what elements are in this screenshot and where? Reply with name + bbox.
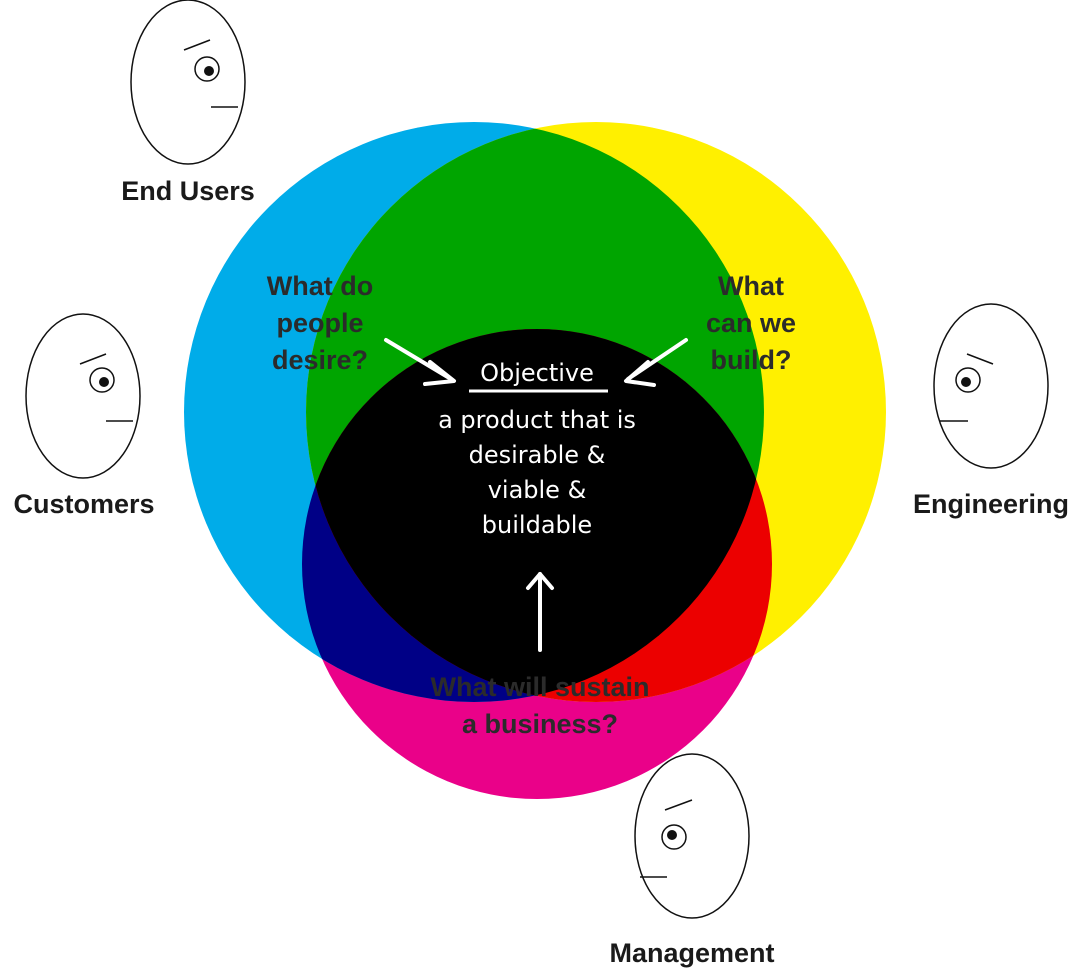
arrow-build-icon — [624, 338, 688, 387]
sustain-question-line: a business? — [462, 709, 618, 739]
customers-face-icon — [25, 313, 141, 479]
build-question-line: can we — [706, 308, 796, 338]
arrow-desire-icon — [384, 338, 456, 386]
end-users-label: End Users — [121, 176, 255, 206]
build-question-line: What — [718, 271, 784, 301]
engineering-label: Engineering — [913, 489, 1069, 519]
desire-question-line: people — [276, 308, 363, 338]
management-face-icon — [634, 753, 750, 919]
sustain-question: What will sustain a business? — [430, 672, 649, 739]
end-users-face-icon — [130, 0, 246, 165]
objective-title: Objective — [480, 359, 594, 387]
objective-line: desirable & — [469, 441, 606, 469]
objective-line: viable & — [488, 476, 587, 504]
management-label: Management — [609, 938, 774, 968]
arrow-sustain-icon — [526, 572, 554, 652]
objective-line: a product that is — [438, 406, 636, 434]
build-question: What can we build? — [706, 271, 796, 375]
desire-question: What do people desire? — [267, 271, 373, 375]
sustain-question-line: What will sustain — [430, 672, 649, 702]
build-question-line: build? — [711, 345, 792, 375]
objective-line: buildable — [482, 511, 592, 539]
desire-question-line: desire? — [272, 345, 368, 375]
customers-label: Customers — [13, 489, 154, 519]
engineering-face-icon — [933, 303, 1049, 469]
desire-question-line: What do — [267, 271, 373, 301]
